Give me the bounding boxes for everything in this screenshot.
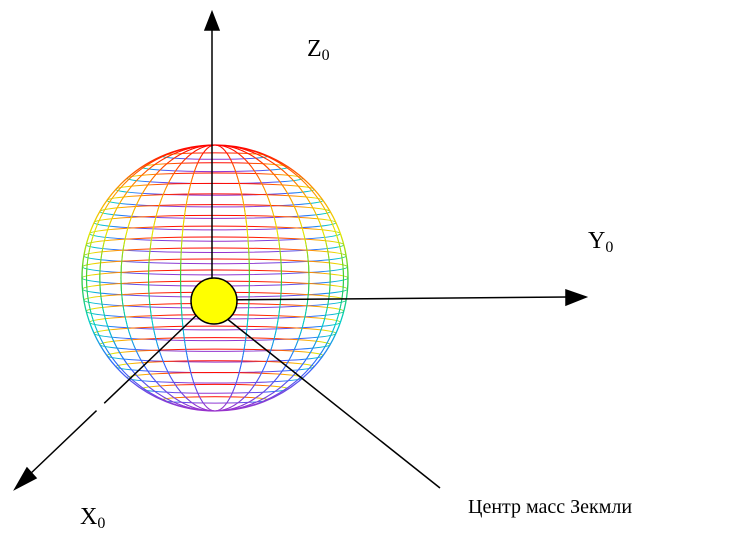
- y-axis-line: [211, 296, 569, 301]
- y-axis-arrowhead: [565, 288, 589, 307]
- earth-globe-wireframe: [81, 144, 349, 412]
- y-axis-label: Y0: [588, 228, 614, 256]
- x-axis-arrowhead: [13, 466, 38, 491]
- x-axis-line: [27, 307, 205, 477]
- globe-outline: [81, 144, 349, 412]
- center-leader-line: [225, 317, 441, 489]
- longitude-line: [99, 145, 331, 411]
- longitude-line: [120, 145, 310, 411]
- z-axis-arrowhead: [203, 9, 221, 31]
- center-of-mass-marker: [190, 277, 238, 325]
- longitude-line: [180, 145, 250, 411]
- center-of-mass-label: Центр масс Зекмли: [468, 496, 633, 518]
- longitude-line: [148, 145, 282, 411]
- x-axis-label: X0: [80, 504, 106, 532]
- z-axis-label: Z0: [307, 36, 330, 64]
- longitude-line: [86, 145, 344, 411]
- x-axis-gap: [94, 401, 106, 412]
